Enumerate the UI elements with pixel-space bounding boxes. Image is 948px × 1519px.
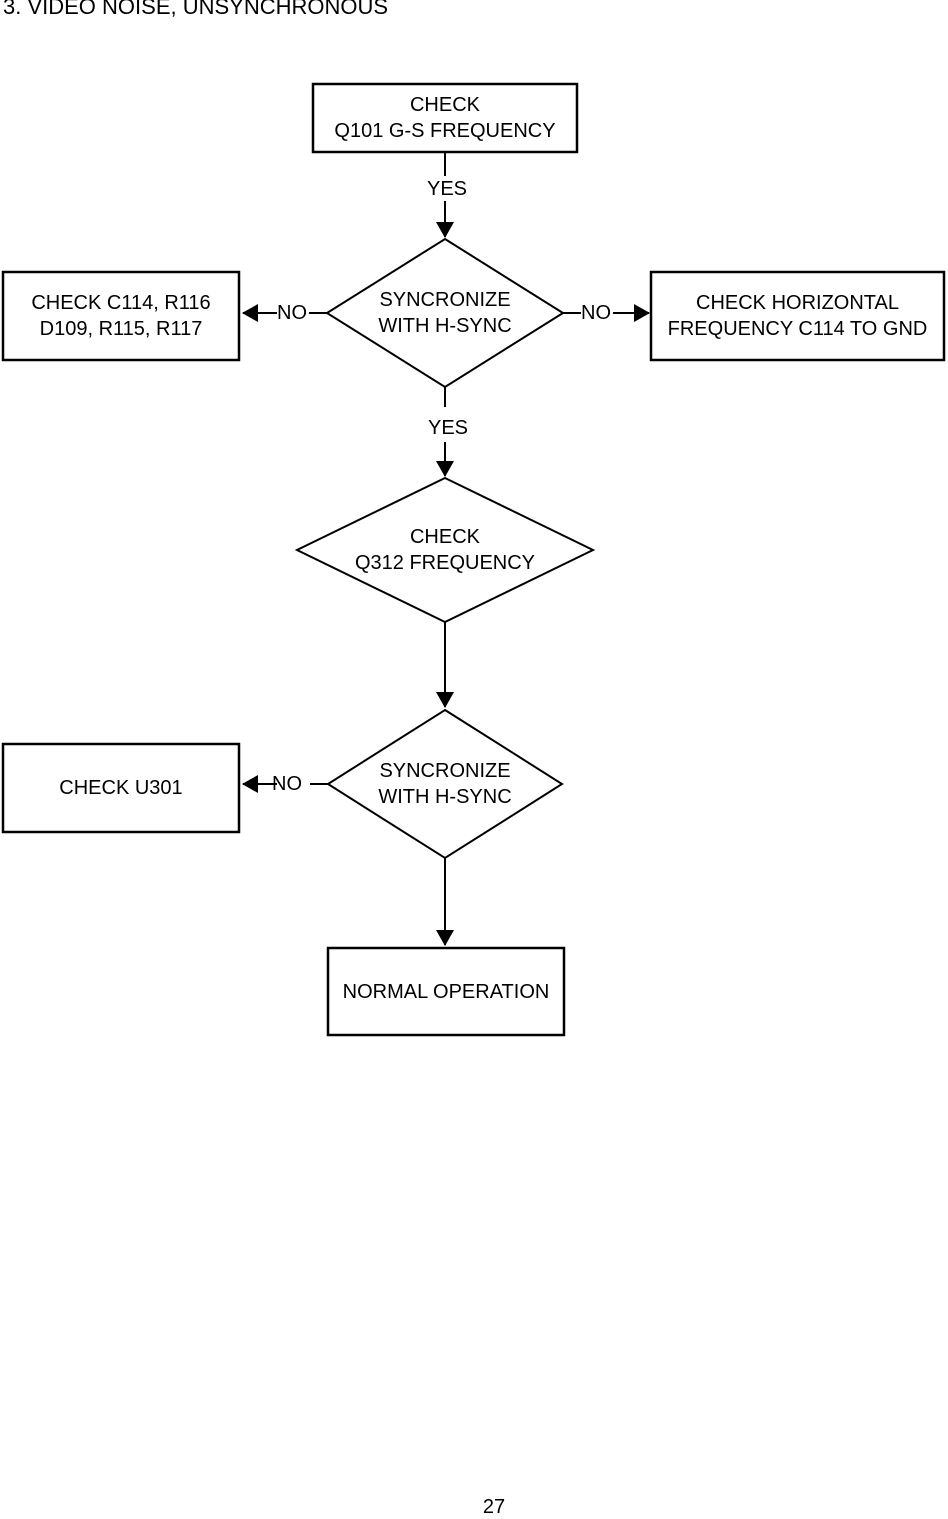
- process-normal-operation-box: [326, 946, 566, 1037]
- process-check-horizontal-box: [649, 270, 946, 362]
- label-line: FREQUENCY C114 TO GND: [667, 318, 928, 340]
- label-line: CHECK: [409, 526, 480, 548]
- no-label-left-2: NO: [272, 773, 302, 795]
- no-label-right-1: NO: [581, 302, 611, 324]
- decision-sync-hsync-2-label: SYNCRONIZE WITH H-SYNC: [328, 710, 562, 858]
- label-line: SYNCRONIZE: [379, 760, 511, 782]
- label-line: D109, R115, R117: [39, 318, 203, 340]
- label-line: CHECK HORIZONTAL: [696, 292, 899, 314]
- label-line: WITH H-SYNC: [378, 315, 512, 337]
- label-line: CHECK: [409, 94, 480, 116]
- process-check-c114-box: [1, 270, 241, 362]
- label-line: CHECK U301: [59, 777, 183, 799]
- label-line: CHECK C114, R116: [31, 292, 211, 314]
- process-normal-operation-label: NORMAL OPERATION: [328, 948, 564, 1049]
- yes-label-1: YES: [426, 178, 468, 200]
- label-line: Q101 G-S FREQUENCY: [334, 120, 556, 142]
- label-line: Q312 FREQUENCY: [354, 552, 536, 574]
- process-check-q101-box: [311, 82, 579, 154]
- decision-sync-hsync-1-label: SYNCRONIZE WITH H-SYNC: [327, 239, 563, 387]
- label-line: SYNCRONIZE: [379, 289, 511, 311]
- process-check-u301-label: CHECK U301: [3, 744, 239, 848]
- process-check-u301-box: [1, 742, 241, 834]
- no-label-left-1: NO: [277, 302, 307, 324]
- process-check-q101-label: CHECK Q101 G-S FREQUENCY: [313, 84, 577, 158]
- yes-label-2: YES: [427, 417, 469, 439]
- label-line: NORMAL OPERATION: [342, 980, 550, 1003]
- page-title: 3. VIDEO NOISE, UNSYNCHRONOUS: [3, 0, 389, 19]
- label-line: WITH H-SYNC: [378, 786, 512, 808]
- process-check-c114-label: CHECK C114, R116 D109, R115, R117: [3, 272, 239, 370]
- page-number: 27: [482, 1496, 506, 1518]
- decision-check-q312-label: CHECK Q312 FREQUENCY: [297, 478, 593, 633]
- process-check-horizontal-label: CHECK HORIZONTAL FREQUENCY C114 TO GND: [651, 272, 944, 370]
